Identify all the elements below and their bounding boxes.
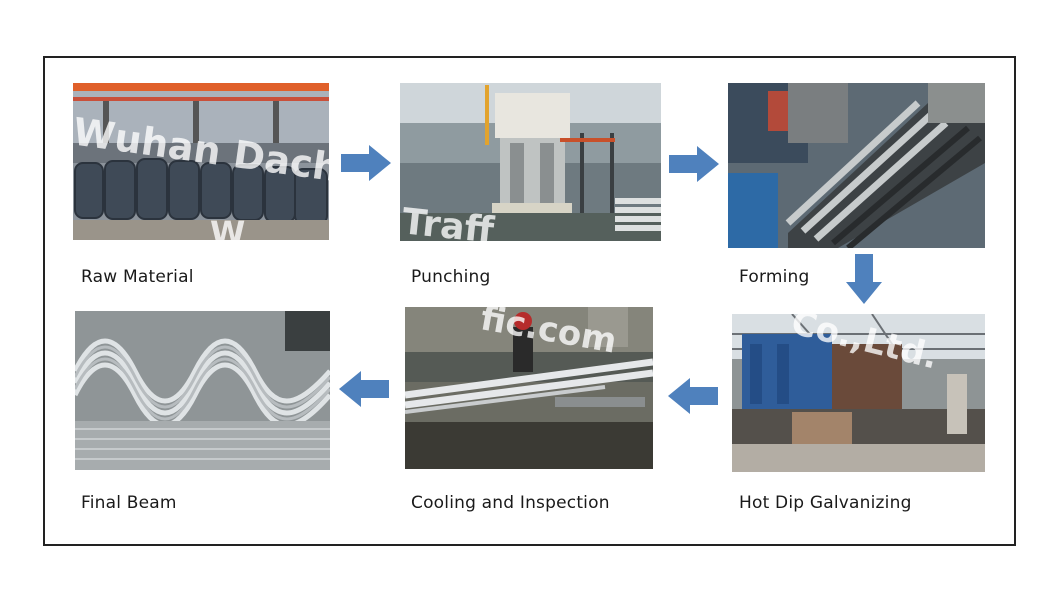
arrow-down-icon — [846, 254, 882, 304]
forming-photo — [728, 83, 985, 248]
hot-dip-galvanizing-photo — [732, 314, 985, 472]
step-label-forming: Forming — [739, 267, 810, 287]
step-label-punching: Punching — [411, 267, 491, 287]
raw-material-photo — [73, 83, 329, 240]
arrow-right-icon — [669, 146, 719, 182]
cooling-inspection-photo — [405, 307, 653, 469]
step-label-cooling-inspection: Cooling and Inspection — [411, 493, 610, 513]
punching-photo — [400, 83, 661, 241]
final-beam-photo — [75, 311, 330, 470]
arrow-left-icon — [339, 371, 389, 407]
arrow-right-icon — [341, 145, 391, 181]
arrow-left-icon — [668, 378, 718, 414]
step-label-raw-material: Raw Material — [81, 267, 194, 287]
step-label-hot-dip-galvanizing: Hot Dip Galvanizing — [739, 493, 912, 513]
step-label-final-beam: Final Beam — [81, 493, 177, 513]
